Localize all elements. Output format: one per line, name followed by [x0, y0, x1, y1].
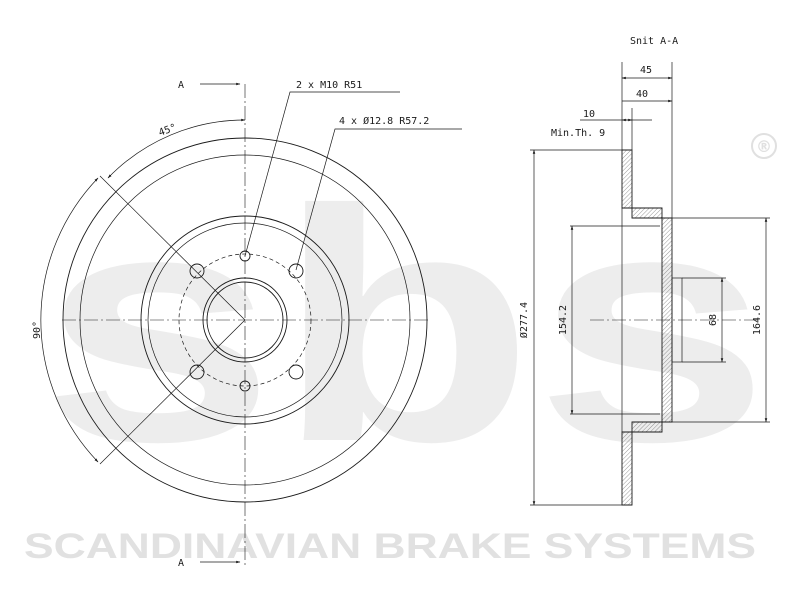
callout-holes: 4 x Ø12.8 R57.2: [339, 115, 429, 127]
angle-90-label: 90°: [32, 321, 43, 339]
disc-cross-section: [621, 149, 673, 506]
dim-total-width: 45: [640, 65, 652, 76]
section-label-bottom: A: [178, 558, 184, 569]
sbs-logo-text: sbs: [40, 141, 770, 510]
angle-arc-45: [107, 118, 246, 179]
section-title: Snit A-A: [630, 36, 678, 47]
bolt-hole: [189, 364, 205, 380]
dim-min-thickness: Min.Th. 9: [551, 128, 605, 139]
registered-mark-circle: [751, 133, 777, 159]
dim-inner-height: 164.6: [752, 305, 763, 335]
angle-45-label: 45°: [157, 122, 178, 139]
sbs-watermark-logo: sbs ®: [40, 133, 777, 510]
callout-thread: 2 x M10 R51: [296, 80, 362, 91]
dim-hat-diameter: 154.2: [558, 305, 569, 335]
dim-outer-diameter: Ø277.4: [518, 302, 530, 338]
dim-thickness: 10: [583, 109, 595, 120]
dim-center-bore: 68: [708, 314, 719, 326]
bolt-hole: [189, 263, 205, 279]
callout-thread-leader: [244, 91, 400, 257]
angle-arc-90: [40, 177, 99, 463]
registered-mark: ®: [756, 137, 772, 156]
dim-hat-depth: 40: [636, 89, 648, 100]
front-view: 45° 90° A A 2 x M10 R51 4 x Ø12.8 R57.2: [32, 80, 462, 569]
callout-holes-leader: [295, 128, 462, 271]
diagonal-line-upper: [99, 175, 246, 321]
bolt-hole: [288, 364, 304, 380]
bolt-holes: [189, 263, 304, 380]
company-name: SCANDINAVIAN BRAKE SYSTEMS: [24, 527, 756, 566]
diagonal-line-lower: [99, 319, 246, 465]
section-label-top: A: [178, 80, 184, 91]
bolt-hole: [288, 263, 304, 279]
section-view: Snit A-A 45 40 10 Min.Th. 9 Ø277.4 154.2: [518, 36, 770, 506]
